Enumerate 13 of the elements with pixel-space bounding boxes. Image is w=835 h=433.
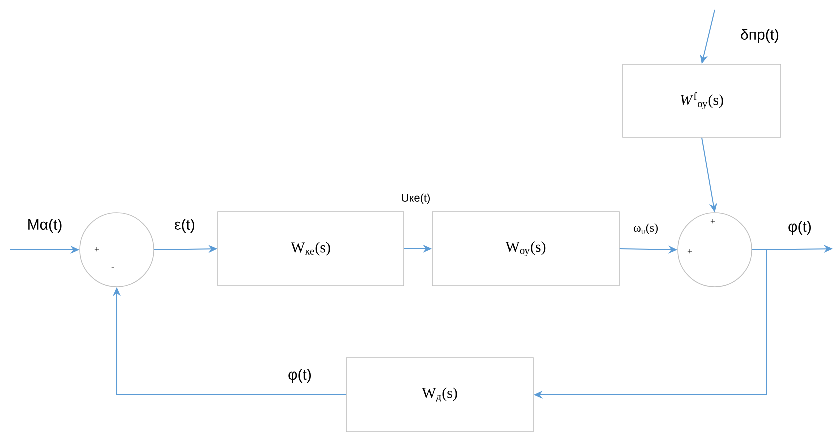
summing-junction: + -	[80, 212, 154, 288]
block-box: W$_{ке}$(s)	[218, 212, 404, 286]
edge-label: ω$_{u}$(s)	[632, 222, 660, 236]
block-box: W$^{f}$$_{оу}$(s)	[622, 64, 782, 138]
edge-label: ε(t)	[174, 218, 196, 234]
edge-label: δпр(t)	[740, 28, 780, 44]
edge-label: Uке(t)	[400, 192, 432, 206]
summing-junction: + +	[678, 212, 752, 288]
edge-label: φ(t)	[287, 368, 313, 384]
block-box: W$_{оу}$(s)	[432, 212, 620, 286]
edge-label: φ(t)	[787, 220, 813, 236]
edge-label: Mα(t)	[26, 218, 64, 234]
block-box: W$_{д}$(s)	[346, 358, 534, 432]
